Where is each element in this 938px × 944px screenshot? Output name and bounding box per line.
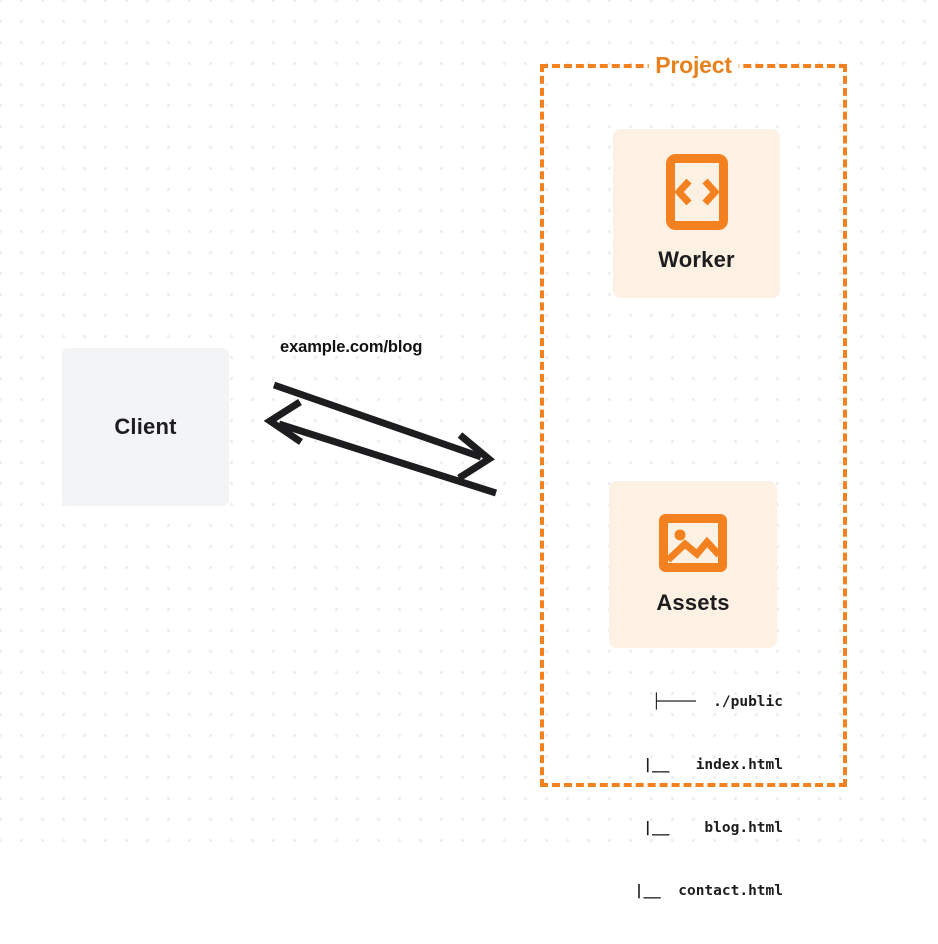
asset-file-tree: ├──── ./public |__ index.html |__ blog.h… (575, 650, 783, 944)
project-boundary-title: Project (648, 52, 739, 79)
tree-row: |__ contact.html (617, 883, 783, 899)
tree-row: |__ index.html (625, 757, 783, 773)
image-picture-icon (659, 513, 727, 572)
diagram-canvas: Client example.com/blog Project Worker (0, 0, 938, 899)
assets-node[interactable]: Assets (609, 481, 777, 648)
code-brackets-icon (665, 154, 728, 230)
connection-label: example.com/blog (280, 338, 423, 356)
tree-row: ├──── ./public (652, 694, 783, 710)
client-node[interactable]: Client (62, 348, 229, 506)
request-arrow (272, 381, 495, 481)
client-node-label: Client (114, 414, 177, 439)
assets-node-label: Assets (656, 589, 730, 615)
project-boundary: Project (540, 52, 847, 787)
tree-row: |__ blog.html (625, 820, 783, 836)
worker-node[interactable]: Worker (613, 129, 780, 298)
response-arrow (263, 399, 498, 497)
worker-node-label: Worker (658, 247, 735, 272)
